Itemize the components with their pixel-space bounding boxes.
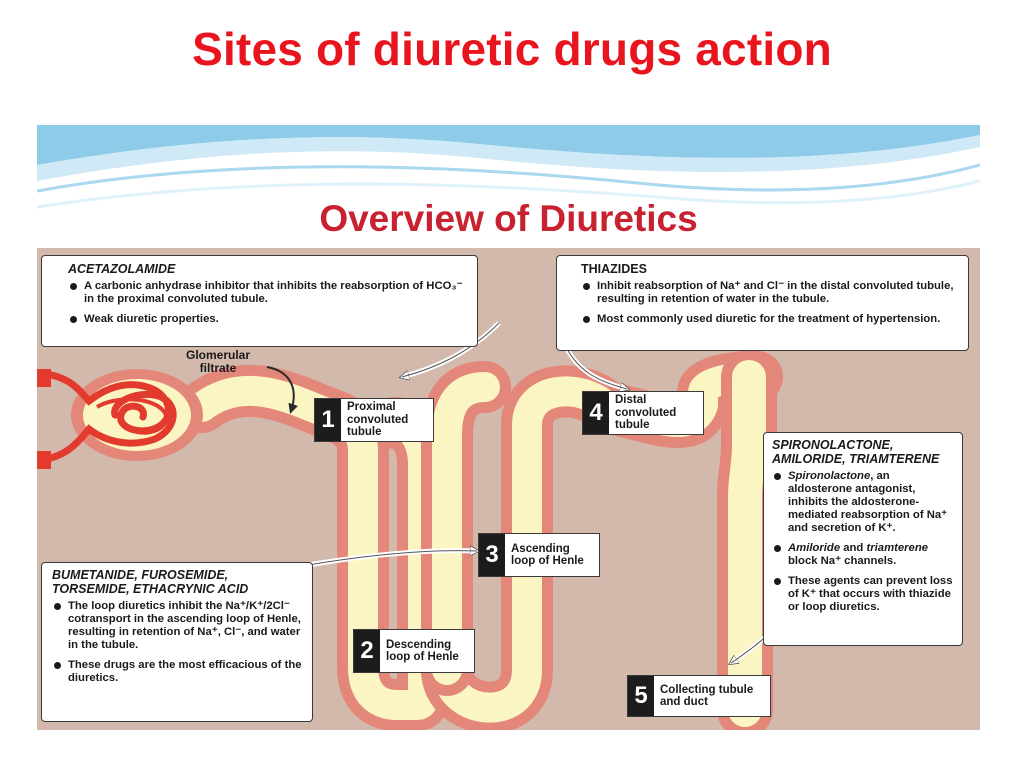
site-1-text: Proximal convoluted tubule bbox=[347, 401, 409, 439]
glomerulus bbox=[37, 369, 203, 469]
site-5-label: 5 Collecting tubule and duct bbox=[627, 675, 771, 717]
thiazides-box: THIAZIDES Inhibit reabsorption of Na⁺ an… bbox=[556, 255, 969, 351]
potassium-sparing-title: SPIRONOLACTONE, AMILORIDE, TRIAMTERENE bbox=[772, 438, 940, 466]
glomerular-filtrate-label: Glomerular filtrate bbox=[185, 348, 251, 375]
site-2-label: 2 Descending loop of Henle bbox=[353, 629, 475, 673]
acetazolamide-title: ACETAZOLAMIDE bbox=[68, 262, 176, 276]
figure-heading: Overview of Diuretics bbox=[319, 198, 698, 239]
site-3-number: 3 bbox=[479, 534, 505, 576]
acetazolamide-box: ACETAZOLAMIDE A carbonic anhydrase inhib… bbox=[41, 255, 478, 347]
potassium-sparing-box: SPIRONOLACTONE, AMILORIDE, TRIAMTERENE S… bbox=[763, 432, 963, 646]
loop-diuretics-title: BUMETANIDE, FUROSEMIDE, TORSEMIDE, ETHAC… bbox=[52, 568, 249, 596]
site-3-text: Ascending loop of Henle bbox=[511, 542, 584, 568]
loop-diuretics-bullet-2: These drugs are the most efficacious of … bbox=[52, 659, 304, 685]
site-4-text: Distal convoluted tubule bbox=[615, 394, 677, 432]
site-3-label: 3 Ascending loop of Henle bbox=[478, 533, 600, 577]
acetazolamide-bullet-1: A carbonic anhydrase inhibitor that inhi… bbox=[68, 280, 467, 306]
thiazides-bullet-1: Inhibit reabsorption of Na⁺ and Cl⁻ in t… bbox=[581, 280, 958, 306]
site-5-text: Collecting tubule and duct bbox=[660, 683, 754, 709]
site-4-label: 4 Distal convoluted tubule bbox=[582, 391, 704, 435]
loop-diuretics-box: BUMETANIDE, FUROSEMIDE, TORSEMIDE, ETHAC… bbox=[41, 562, 313, 722]
thiazides-title: THIAZIDES bbox=[581, 262, 647, 276]
thiazides-bullet-2: Most commonly used diuretic for the trea… bbox=[581, 313, 958, 326]
potassium-sparing-bullet-2: Amiloride and triamterene block Na⁺ chan… bbox=[772, 542, 956, 568]
site-4-number: 4 bbox=[583, 392, 609, 434]
site-2-text: Descending loop of Henle bbox=[386, 638, 459, 664]
acetazolamide-bullet-2: Weak diuretic properties. bbox=[68, 313, 467, 326]
potassium-sparing-bullet-1: Spironolactone, an aldosterone antagonis… bbox=[772, 470, 956, 535]
slide-title: Sites of diuretic drugs action bbox=[192, 23, 832, 75]
site-1-label: 1 Proximal convoluted tubule bbox=[314, 398, 434, 442]
wave-banner bbox=[37, 125, 980, 248]
potassium-sparing-bullet-3: These agents can prevent loss of K⁺ that… bbox=[772, 575, 956, 614]
site-5-number: 5 bbox=[628, 676, 654, 716]
loop-diuretics-bullet-1: The loop diuretics inhibit the Na⁺/K⁺/2C… bbox=[52, 600, 304, 652]
site-1-number: 1 bbox=[315, 399, 341, 441]
site-2-number: 2 bbox=[354, 630, 380, 672]
diuretics-figure: Overview of Diuretics bbox=[37, 125, 980, 730]
